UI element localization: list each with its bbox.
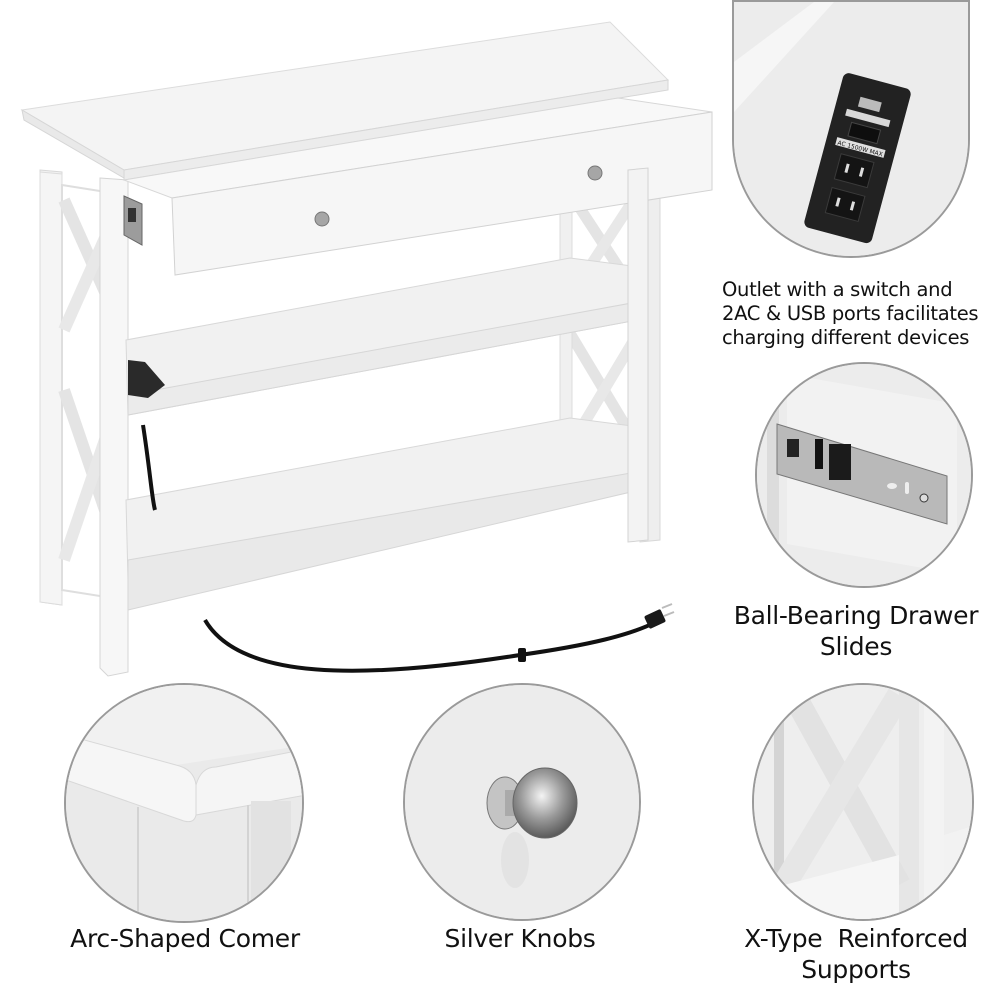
caption-knobs: Silver Knobs xyxy=(444,924,596,953)
caption-outlet: Outlet with a switch and 2AC & USB ports… xyxy=(722,278,979,349)
feature-x-support-image xyxy=(752,683,974,921)
caption-supports: X-Type Reinforced Supports xyxy=(744,924,968,984)
silver-knob-icon xyxy=(512,767,578,839)
feature-corner-image xyxy=(64,683,304,923)
drawer-knob-right xyxy=(587,165,603,181)
usb-ports-icon xyxy=(857,96,882,113)
power-cord xyxy=(141,424,675,673)
outlet-panel-small xyxy=(128,360,165,398)
ac-socket-1 xyxy=(833,153,875,189)
ac-socket-2 xyxy=(824,186,866,223)
feature-outlet-image: AC 1500W MAX xyxy=(732,0,970,258)
drawer-slide-rail xyxy=(776,423,948,525)
drawer xyxy=(122,97,713,276)
caption-corner: Arc-Shaped Comer xyxy=(70,924,300,953)
feature-slides-image xyxy=(755,362,973,588)
feature-knob-image xyxy=(403,683,641,921)
switch-icon xyxy=(847,121,882,145)
product-main-image xyxy=(20,21,713,677)
outlet-illustration: AC 1500W MAX xyxy=(734,2,968,256)
caption-slides: Ball-Bearing Drawer Slides xyxy=(733,601,979,661)
drawer-knob-left xyxy=(314,211,330,227)
